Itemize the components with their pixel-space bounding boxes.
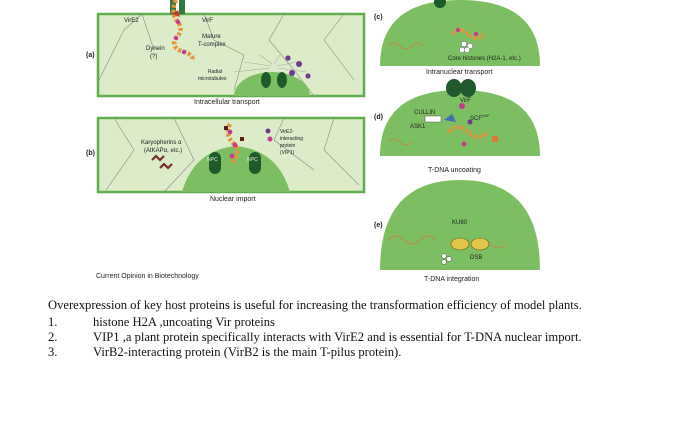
atkap-label: (AtKAPα, etc.) xyxy=(144,148,183,154)
ask1-label: ASK1 xyxy=(410,124,426,130)
scf-text: SCF xyxy=(470,116,482,122)
panel-a-graphic xyxy=(96,0,366,98)
panel-b-caption: Nuclear import xyxy=(210,196,256,203)
ku80-label: KU80 xyxy=(452,220,468,226)
npc-right-label: NPC xyxy=(247,157,258,163)
panel-a-caption: Intracellular transport xyxy=(194,99,260,106)
panel-d-graphic xyxy=(380,79,540,156)
virf-annotation: VirF xyxy=(202,18,213,24)
list-number: 3. xyxy=(48,345,58,359)
virf-d-label: VirF xyxy=(460,98,471,104)
list-item-text: VirB2-interacting protein (VirB2 is the … xyxy=(93,345,402,359)
list-item: 2. VIP1 ,a plant protein specifically in… xyxy=(48,330,668,345)
list-item-text: VIP1 ,a plant protein specifically inter… xyxy=(93,330,582,344)
vip1-label-1: VirE2- xyxy=(280,129,294,135)
numbered-list: 1. histone H2A ,uncoating Vir proteins 2… xyxy=(48,315,668,360)
dynein-question: (?) xyxy=(150,54,158,60)
source-caption: Current Opinion in Biotechnology xyxy=(96,273,199,280)
vip1-label-3: protein xyxy=(280,143,296,149)
list-number: 2. xyxy=(48,330,58,344)
panel-e-caption: T-DNA integration xyxy=(424,276,480,283)
list-number: 1. xyxy=(48,315,58,329)
mature-label: Mature xyxy=(202,34,221,40)
npc-left-label: NPC xyxy=(207,157,218,163)
panel-a-label: (a) xyxy=(86,52,95,59)
radial-label: Radial xyxy=(208,69,223,75)
microtubules-label: microtubules xyxy=(198,76,227,82)
vip1-label-4: (VIP1) xyxy=(280,150,295,156)
list-item: 3. VirB2-interacting protein (VirB2 is t… xyxy=(48,345,668,360)
dsb-label: DSB xyxy=(470,255,483,261)
cullin-label: CULLIN xyxy=(414,110,436,116)
panel-c-graphic xyxy=(380,0,540,66)
text-block: Overexpression of key host proteins is u… xyxy=(48,298,668,360)
panel-e-graphic xyxy=(380,180,540,270)
vip1-label-2: interacting xyxy=(280,136,304,142)
panel-c-caption: Intranuclear transport xyxy=(426,69,493,76)
core-histones-label: Core histones (H2A-1, etc.) xyxy=(448,56,521,62)
panel-d-label: (d) xyxy=(374,114,383,121)
scf-superscript: VirF xyxy=(482,113,490,118)
list-item-text: histone H2A ,uncoating Vir proteins xyxy=(93,315,275,329)
karyopherins-label: Karyopherins α xyxy=(141,140,182,146)
figure-graphics xyxy=(96,0,540,270)
panel-d-caption: T-DNA uncoating xyxy=(428,167,481,174)
panel-c-label: (c) xyxy=(374,14,383,21)
scf-label: SCFVirF xyxy=(470,113,490,123)
list-item: 1. histone H2A ,uncoating Vir proteins xyxy=(48,315,668,330)
vire2-annotation: VirE2 xyxy=(124,18,139,24)
panel-b-graphic xyxy=(96,116,366,194)
intro-paragraph: Overexpression of key host proteins is u… xyxy=(48,298,582,312)
t-complex-label: T-complex xyxy=(198,42,226,48)
figure: (a) VirE2 VirF Mature T-complex Dynein (… xyxy=(84,0,554,290)
panel-b-label: (b) xyxy=(86,150,95,157)
dynein-label: Dynein xyxy=(146,46,165,52)
panel-e-label: (e) xyxy=(374,222,383,229)
